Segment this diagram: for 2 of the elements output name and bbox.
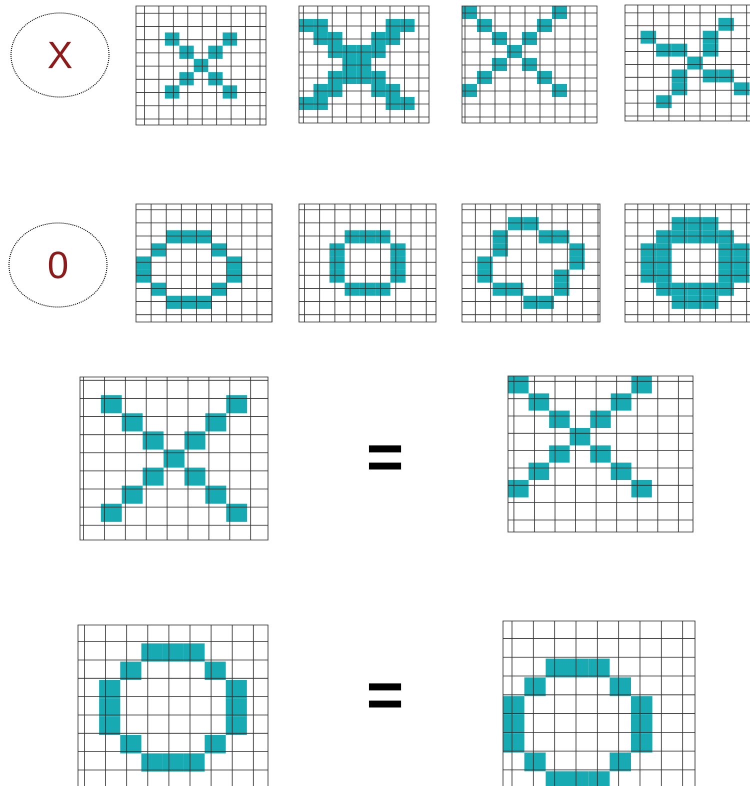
equals-sign: = bbox=[368, 683, 402, 708]
equals-sign: = bbox=[368, 445, 402, 470]
